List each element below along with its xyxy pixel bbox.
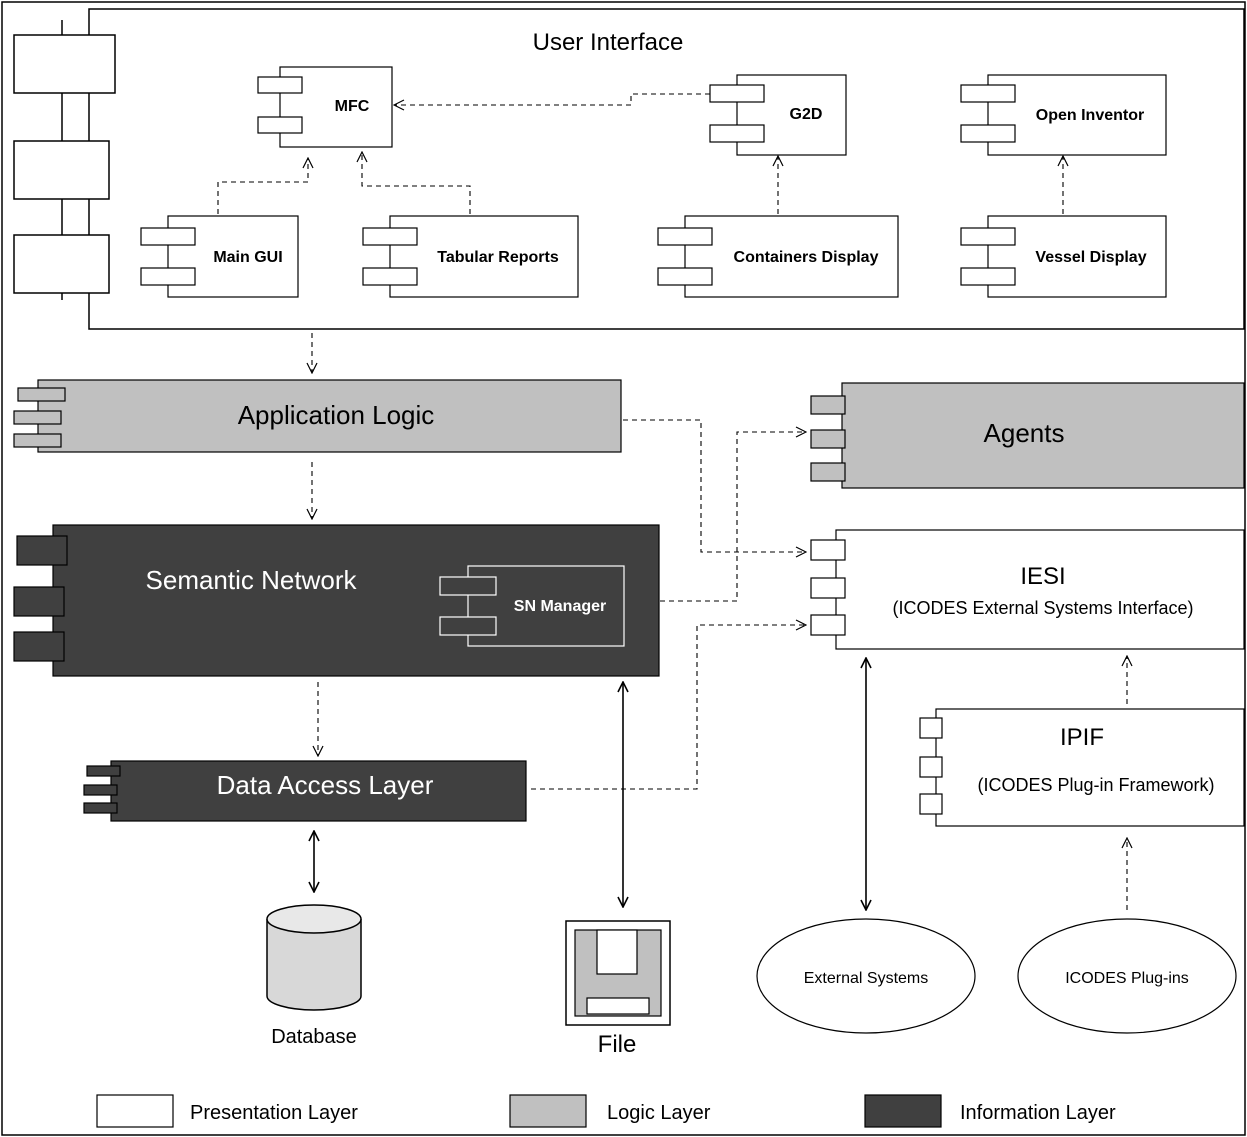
icodes-plugins-node: ICODES Plug-ins xyxy=(1017,918,1237,1034)
database-label: Database xyxy=(271,1026,357,1048)
iesi-subtitle: (ICODES External Systems Interface) xyxy=(892,598,1193,618)
layer-dependencies xyxy=(312,333,1127,910)
g2d-component: G2D xyxy=(709,74,847,156)
mfc-label: MFC xyxy=(335,98,370,115)
tabular-reports-to-mfc-arrow xyxy=(362,152,471,214)
tabular-reports-component: Tabular Reports xyxy=(362,215,579,298)
ui-port-1 xyxy=(13,34,116,94)
ui-port-3 xyxy=(13,234,110,294)
legend-label-logic: Logic Layer xyxy=(607,1102,711,1124)
legend-label-presentation: Presentation Layer xyxy=(190,1102,358,1124)
containers-display-component: Containers Display xyxy=(657,215,899,298)
vessel-display-label: Vessel Display xyxy=(1035,249,1146,266)
main-gui-label: Main GUI xyxy=(213,249,282,266)
data-access-layer-component: Data Access Layer xyxy=(83,760,527,822)
mfc-component: MFC xyxy=(257,66,393,148)
file-icon: File xyxy=(565,920,671,1058)
application-logic-label: Application Logic xyxy=(238,400,435,430)
file-label: File xyxy=(598,1031,637,1058)
iesi-title: IESI xyxy=(1020,563,1065,590)
legend-label-information: Information Layer xyxy=(960,1102,1116,1124)
main-gui-to-mfc-arrow xyxy=(217,158,308,214)
application-logic-to-iesi-arrow xyxy=(623,419,806,552)
vessel-display-component: Vessel Display xyxy=(960,215,1167,298)
agents-label: Agents xyxy=(984,418,1065,448)
semantic-network-label: Semantic Network xyxy=(146,565,358,595)
containers-display-label: Containers Display xyxy=(734,249,879,266)
user-interface-title: User Interface xyxy=(533,29,684,56)
sn-manager-label: SN Manager xyxy=(514,598,606,615)
ipif-component: IPIF (ICODES Plug-in Framework) xyxy=(919,708,1245,827)
external-systems-node: External Systems xyxy=(756,918,976,1034)
open-inventor-label: Open Inventor xyxy=(1036,107,1144,124)
g2d-label: G2D xyxy=(790,106,823,123)
g2d-to-mfc-arrow xyxy=(394,93,710,105)
data-access-layer-label: Data Access Layer xyxy=(217,770,434,800)
ipif-subtitle: (ICODES Plug-in Framework) xyxy=(977,775,1214,795)
open-inventor-component: Open Inventor xyxy=(960,74,1167,156)
main-gui-component: Main GUI xyxy=(140,215,299,298)
application-logic-component: Application Logic xyxy=(13,379,622,453)
legend-swatch-presentation xyxy=(96,1094,174,1128)
legend-swatch-logic xyxy=(509,1094,587,1128)
ui-dependencies xyxy=(217,93,1063,214)
icodes-plugins-label: ICODES Plug-ins xyxy=(1065,970,1189,987)
legend-swatch-information xyxy=(864,1094,942,1128)
agents-component: Agents xyxy=(810,382,1245,489)
sn-manager-to-agents-arrow xyxy=(660,432,806,602)
semantic-network-component: Semantic Network SN Manager xyxy=(13,524,660,677)
iesi-component: IESI (ICODES External Systems Interface) xyxy=(810,529,1245,650)
legend: Presentation Layer Logic Layer Informati… xyxy=(96,1094,1116,1128)
data-access-to-iesi-arrow xyxy=(531,625,806,790)
ui-port-2 xyxy=(13,140,110,200)
external-systems-label: External Systems xyxy=(804,970,928,987)
database-icon: Database xyxy=(266,904,362,1048)
data-flows xyxy=(314,658,866,910)
ipif-title: IPIF xyxy=(1060,724,1104,751)
tabular-reports-label: Tabular Reports xyxy=(437,249,559,266)
